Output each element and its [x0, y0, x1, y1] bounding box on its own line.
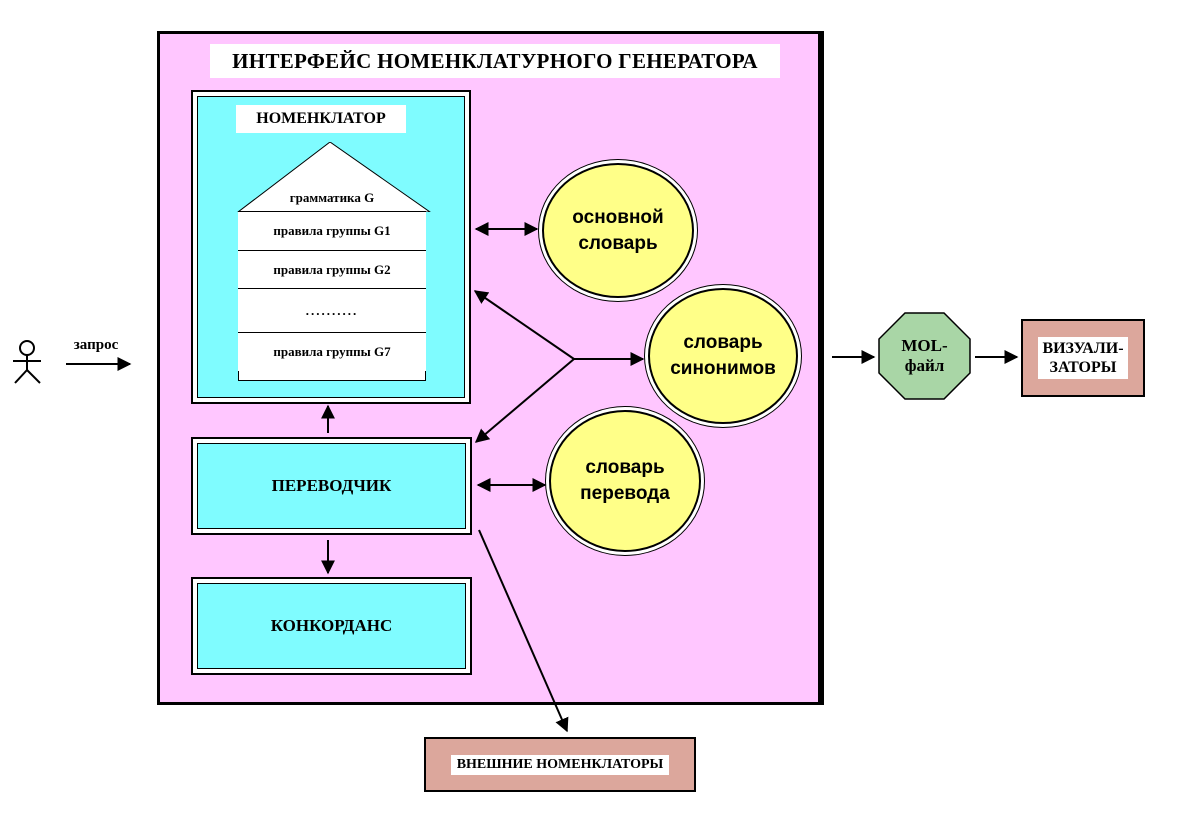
grammar-rule-ellipsis: ..........: [238, 289, 426, 333]
external-nomenclators-block: ВНЕШНИЕ НОМЕНКЛАТОРЫ: [424, 737, 696, 792]
visualizers-label: ВИЗУАЛИ- ЗАТОРЫ: [1038, 336, 1128, 380]
nomenclator-label: НОМЕНКЛАТОР: [236, 105, 406, 133]
synonyms-dictionary-node: словарь синонимов: [648, 288, 798, 424]
grammar-label: грамматика G: [289, 190, 375, 205]
mol-file-octagon: [878, 312, 971, 400]
grammar-rule-row: правила группы G7: [238, 333, 426, 371]
visualizers-block: ВИЗУАЛИ- ЗАТОРЫ: [1021, 319, 1145, 397]
concordance-block: КОНКОРДАНС: [191, 577, 472, 675]
main-dictionary-line: словарь: [578, 232, 658, 254]
translation-dictionary-line: перевода: [580, 483, 670, 504]
grammar-rule-row: правила группы G2: [238, 251, 426, 289]
synonyms-dictionary-line: синонимов: [670, 358, 776, 379]
visualizers-line: ВИЗУАЛИ-: [1042, 339, 1124, 357]
main-dictionary-line: основной: [572, 206, 664, 228]
grammar-rule-row: правила группы G1: [238, 211, 426, 251]
translator-block: ПЕРЕВОДЧИК: [191, 437, 472, 535]
synonyms-dictionary-line: словарь: [683, 332, 763, 354]
diagram-title: ИНТЕРФЕЙС НОМЕНКЛАТУРНОГО ГЕНЕРАТОРА: [210, 44, 780, 78]
translation-dictionary-node: словарь перевода: [549, 410, 701, 552]
request-label: запрос: [73, 336, 119, 353]
user-icon: [13, 340, 41, 384]
translation-dictionary-line: словарь: [585, 457, 665, 479]
visualizers-line: ЗАТОРЫ: [1049, 359, 1117, 376]
mol-file-line: MOL-: [901, 335, 948, 355]
mol-file-line: файл: [904, 356, 945, 375]
external-nomenclators-label: ВНЕШНИЕ НОМЕНКЛАТОРЫ: [450, 754, 670, 775]
grammar-roof-shape: [237, 142, 431, 212]
main-dictionary-node: основной словарь: [542, 163, 694, 298]
mol-file-label: MOL- файл: [878, 312, 971, 400]
